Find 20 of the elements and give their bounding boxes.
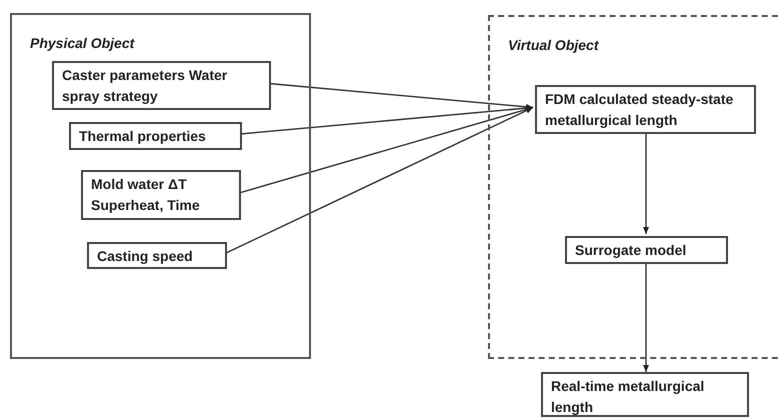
- box-text: Surrogate model: [575, 241, 688, 260]
- box-text: FDM calculated steady-state metallurgical length: [545, 90, 734, 130]
- process-box: [52, 61, 271, 110]
- group-title: Physical Object: [30, 34, 134, 53]
- box-text: Thermal properties: [79, 127, 207, 146]
- arrow: [643, 262, 649, 372]
- process-box: [535, 85, 756, 134]
- box-text: Real-time metallurgical length: [551, 377, 706, 417]
- group-frame: [10, 13, 311, 359]
- group-title: Virtual Object: [508, 36, 599, 55]
- group-frame: [488, 15, 779, 359]
- box-text: Mold water ΔT Superheat, Time: [91, 175, 201, 215]
- arrow: [643, 132, 649, 234]
- process-box: [69, 122, 242, 150]
- process-box: [87, 242, 227, 269]
- process-box: [565, 236, 728, 264]
- process-box: [541, 372, 749, 417]
- box-text: Caster parameters Water spray strategy: [62, 66, 228, 106]
- process-box: [81, 170, 241, 220]
- box-text: Casting speed: [97, 247, 194, 266]
